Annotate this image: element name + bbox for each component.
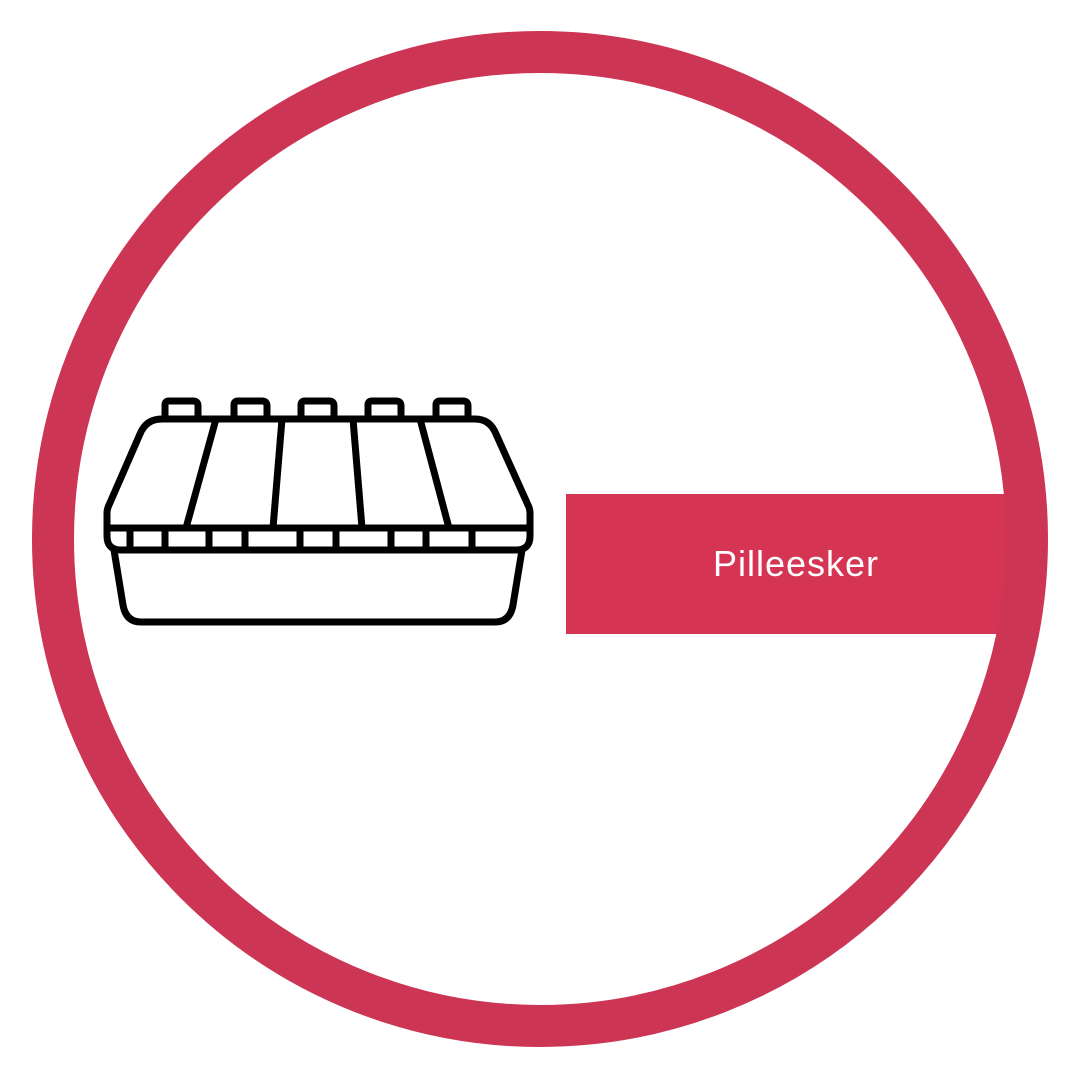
banner-label: Pilleesker [712, 543, 880, 584]
ring [32, 31, 1048, 1047]
label-banner: Pilleesker [566, 494, 1026, 634]
pill-organizer-icon [103, 397, 534, 626]
